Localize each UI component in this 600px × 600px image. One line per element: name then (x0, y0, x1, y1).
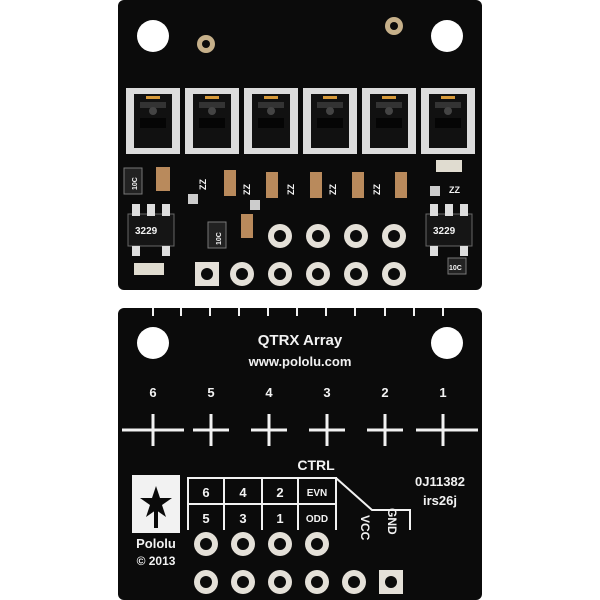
smd-resistor-row (134, 160, 462, 275)
edge-tick-marks (152, 308, 444, 316)
brand-name: Pololu (136, 536, 176, 551)
svg-text:2: 2 (276, 485, 283, 500)
svg-text:6: 6 (149, 385, 156, 400)
ir-sensor (185, 88, 239, 154)
svg-text:ZZ: ZZ (328, 184, 338, 195)
back-pcb (118, 308, 482, 600)
sensor-crosshairs (122, 414, 478, 446)
ir-sensor (244, 88, 298, 154)
svg-text:ZZ: ZZ (286, 184, 296, 195)
header-grid (187, 477, 411, 530)
mounting-hole-top-right (431, 20, 463, 52)
svg-text:4: 4 (265, 385, 273, 400)
back-header-holes (194, 532, 403, 594)
transistor-right: 3229 (425, 204, 473, 256)
mounting-hole-bottom-left (137, 327, 169, 359)
board-title: QTRX Array (258, 332, 343, 349)
svg-text:4: 4 (239, 485, 247, 500)
resistor-labels: ZZ ZZ ZZ ZZ ZZ ZZ (198, 179, 460, 195)
svg-text:ZZ: ZZ (242, 184, 252, 195)
ir-sensor (362, 88, 416, 154)
svg-text:ODD: ODD (306, 514, 328, 525)
svg-text:10C: 10C (132, 177, 139, 190)
svg-text:1: 1 (439, 385, 446, 400)
back-board: QTRX Array www.pololu.com 6 5 4 3 2 1 (118, 308, 482, 600)
ir-sensor (303, 88, 357, 154)
channel-numbers: 6 5 4 3 2 1 (149, 385, 446, 400)
svg-text:6: 6 (202, 485, 209, 500)
front-board: ZZ ZZ ZZ ZZ ZZ ZZ 10C 10C 10C (118, 0, 482, 290)
svg-text:ZZ: ZZ (372, 184, 382, 195)
svg-text:5: 5 (207, 385, 214, 400)
vcc-label: VCC (358, 515, 372, 541)
ctrl-label: CTRL (297, 457, 335, 473)
gnd-label: GND (385, 508, 399, 535)
small-components: 10C 10C 10C (123, 167, 467, 275)
svg-text:3229: 3229 (433, 226, 456, 237)
ir-sensor (421, 88, 475, 154)
svg-text:1: 1 (276, 511, 283, 526)
svg-text:ZZ: ZZ (198, 179, 208, 190)
board-url: www.pololu.com (248, 354, 352, 369)
front-pcb (118, 0, 482, 290)
pololu-logo (132, 475, 180, 533)
mounting-hole-top-left (137, 20, 169, 52)
svg-text:3229: 3229 (135, 226, 158, 237)
svg-text:EVN: EVN (307, 488, 328, 499)
header-labels: 6 4 2 EVN 5 3 1 ODD VCC GND (202, 485, 399, 541)
front-header-holes (195, 224, 406, 286)
ir-sensor (126, 88, 180, 154)
transistor-left: 3229 (127, 204, 175, 256)
svg-text:5: 5 (202, 511, 209, 526)
mounting-hole-bottom-right (431, 327, 463, 359)
svg-text:10C: 10C (216, 232, 223, 245)
svg-text:10C: 10C (449, 265, 462, 272)
ir-sensor-row (126, 88, 475, 154)
svg-text:ZZ: ZZ (449, 185, 460, 195)
copyright: © 2013 (137, 554, 176, 568)
svg-text:3: 3 (323, 385, 330, 400)
batch-code: irs26j (423, 493, 457, 508)
svg-text:3: 3 (239, 511, 246, 526)
svg-text:2: 2 (381, 385, 388, 400)
serial-number: 0J11382 (415, 474, 465, 489)
